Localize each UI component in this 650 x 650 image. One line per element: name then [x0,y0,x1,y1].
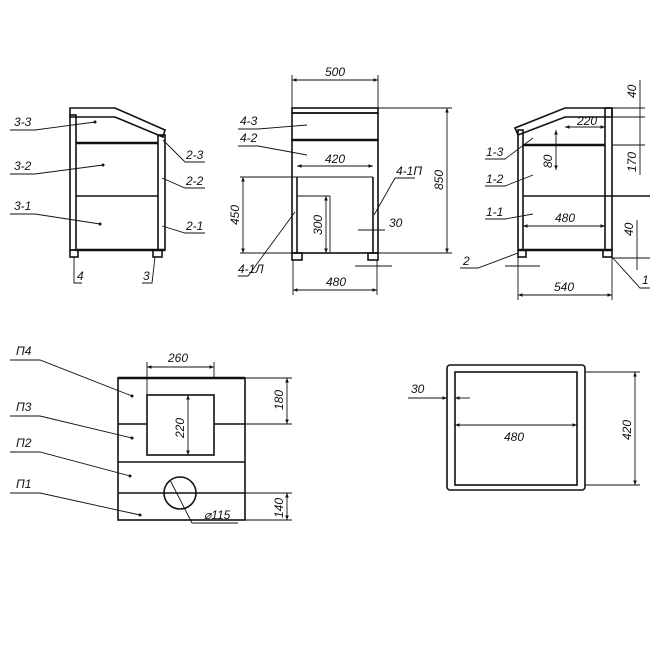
label-2-1: 2-1 [185,219,203,233]
dim-180: 180 [272,390,286,410]
label-P1: П1 [16,477,31,491]
dim-420-plan: 420 [620,420,634,440]
dim-480: 480 [326,275,346,289]
label-1-3: 1-3 [486,145,504,159]
label-3: 3 [143,269,150,283]
side-view-right: 220 80 480 540 40 170 40 1-3 1-2 1-1 2 1 [460,80,650,300]
dim-220: 220 [576,114,597,128]
dim-30: 30 [389,216,403,230]
label-3-1: 3-1 [14,199,31,213]
label-4-1P: 4-1П [396,164,422,178]
plan-view: 30 480 420 [408,364,640,491]
dim-450: 450 [228,205,242,225]
dim-420: 420 [325,152,345,166]
dim-220-opening: 220 [173,418,187,439]
label-2-2: 2-2 [185,174,204,188]
dim-480-right: 480 [555,211,575,225]
dim-40-top: 40 [625,84,639,98]
label-1-1: 1-1 [486,205,503,219]
label-4-2: 4-2 [240,131,258,145]
side-view-left: 3-3 3-2 3-1 2-3 2-2 2-1 4 3 [10,107,205,284]
dim-30-plan: 30 [411,382,425,396]
label-4-1L: 4-1Л [238,262,264,276]
dim-diameter-115: ⌀115 [204,508,231,522]
dim-500: 500 [325,65,345,79]
dim-260: 260 [167,351,188,365]
dim-300: 300 [311,215,325,235]
label-4-3: 4-3 [240,114,258,128]
dim-480-plan: 480 [504,430,524,444]
label-1: 1 [642,273,649,287]
dim-40-foot: 40 [622,222,636,236]
dim-140: 140 [272,498,286,518]
label-2-3: 2-3 [185,148,204,162]
label-3-3: 3-3 [14,115,32,129]
label-P2: П2 [16,436,32,450]
label-P3: П3 [16,400,32,414]
front-view: 500 420 850 450 300 30 480 4-3 4-2 4-1П … [228,65,452,295]
label-P4: П4 [16,344,32,358]
panel-view: 260 220 180 140 ⌀115 П4 П3 П2 П1 [10,344,292,524]
label-4: 4 [77,269,84,283]
label-3-2: 3-2 [14,159,32,173]
dim-80: 80 [541,154,555,168]
dim-850: 850 [432,170,446,190]
dim-540: 540 [554,280,574,294]
label-1-2: 1-2 [486,172,504,186]
dim-170: 170 [625,152,639,172]
label-2: 2 [462,254,470,268]
